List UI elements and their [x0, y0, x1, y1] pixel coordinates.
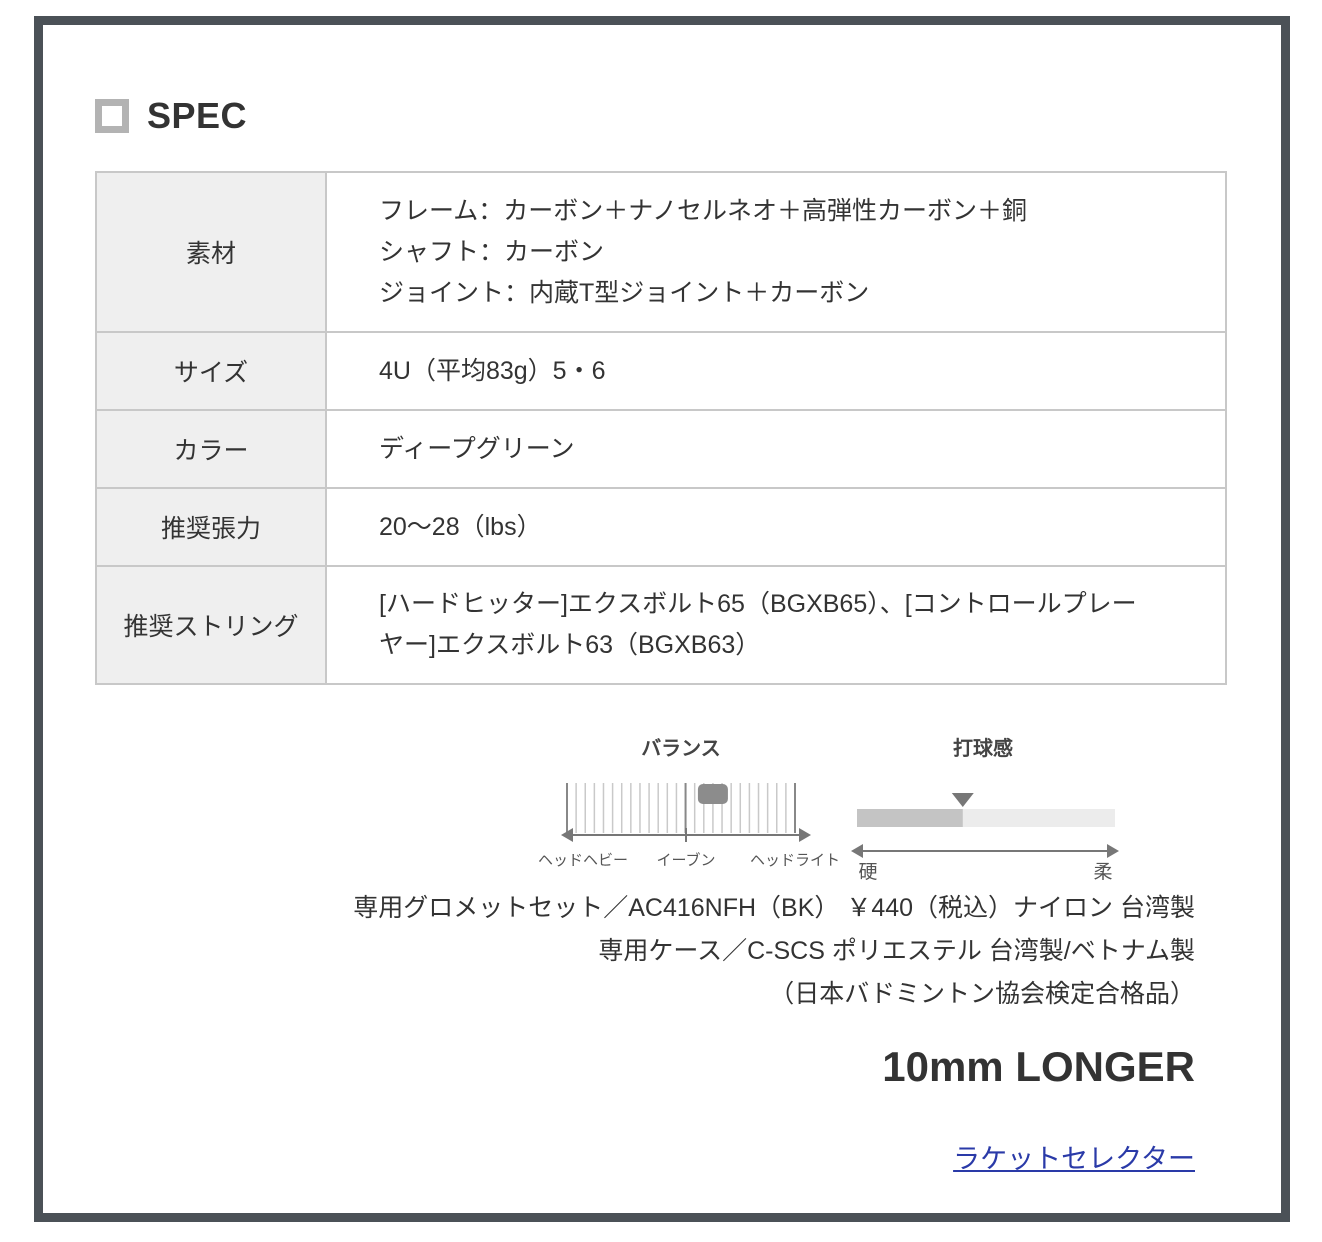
balance-marker — [697, 784, 728, 804]
value-line: シャフト：カーボン — [379, 237, 605, 266]
arrow-right-icon — [1107, 844, 1119, 858]
row-label-tension: 推奨張力 — [95, 487, 327, 567]
info-line-grommet: 専用グロメットセット／AC416NFH（BK） ￥440（税込）ナイロン 台湾製 — [353, 894, 1195, 922]
charts-svg: バランス ヘッドヘビー イーブン ヘッドライト 打球感 硬 柔 — [538, 736, 1119, 883]
arrow-right-icon — [799, 828, 811, 842]
row-value-material: フレーム：カーボン＋ナノセルネオ＋高弾性カーボン＋銅 シャフト：カーボン ジョイ… — [325, 171, 1227, 333]
table-row: サイズ 4U（平均83g）5・6 — [95, 331, 1227, 411]
feel-fill — [857, 809, 963, 827]
value-line: ジョイント：内蔵T型ジョイント＋カーボン — [379, 278, 870, 307]
row-label-color: カラー — [95, 409, 327, 489]
feel-right-label: 柔 — [1093, 861, 1112, 883]
info-line-certification: （日本バドミントン協会検定合格品） — [769, 980, 1195, 1008]
square-icon — [95, 99, 129, 133]
row-value-color: ディープグリーン — [325, 409, 1227, 489]
spec-panel: SPEC 素材 フレーム：カーボン＋ナノセルネオ＋高弾性カーボン＋銅 シャフト：… — [34, 16, 1290, 1222]
row-label-material: 素材 — [95, 171, 327, 333]
balance-center-label: イーブン — [656, 851, 715, 869]
tagline: 10mm LONGER — [882, 1043, 1195, 1090]
balance-title: バランス — [641, 736, 721, 760]
spec-table: 素材 フレーム：カーボン＋ナノセルネオ＋高弾性カーボン＋銅 シャフト：カーボン … — [95, 171, 1227, 685]
table-row: カラー ディープグリーン — [95, 409, 1227, 489]
feel-left-label: 硬 — [858, 861, 877, 883]
info-line-case: 専用ケース／C-SCS ポリエステル 台湾製/ベトナム製 — [598, 937, 1195, 965]
value-line: ヤー]エクスボルト63（BGXB63） — [379, 631, 761, 659]
arrow-left-icon — [561, 828, 573, 842]
balance-left-label: ヘッドヘビー — [538, 851, 628, 869]
value-line: 4U（平均83g）5・6 — [379, 356, 606, 385]
value-line: ディープグリーン — [379, 434, 575, 463]
feel-title: 打球感 — [953, 736, 1013, 760]
table-row: 素材 フレーム：カーボン＋ナノセルネオ＋高弾性カーボン＋銅 シャフト：カーボン … — [95, 171, 1227, 333]
table-row: 推奨ストリング [ハードヒッター]エクスボルト65（BGXB65）、[コントロー… — [95, 565, 1227, 685]
table-row: 推奨張力 20〜28（lbs） — [95, 487, 1227, 567]
balance-right-label: ヘッドライト — [750, 851, 840, 869]
row-label-size: サイズ — [95, 331, 327, 411]
row-value-tension: 20〜28（lbs） — [325, 487, 1227, 567]
balance-ticks — [566, 783, 796, 833]
arrow-left-icon — [851, 844, 863, 858]
accessory-info: 専用グロメットセット／AC416NFH（BK） ￥440（税込）ナイロン 台湾製… — [353, 887, 1195, 1016]
row-label-string: 推奨ストリング — [95, 565, 327, 685]
row-value-size: 4U（平均83g）5・6 — [325, 331, 1227, 411]
row-value-string: [ハードヒッター]エクスボルト65（BGXB65）、[コントロールプレー ヤー]… — [325, 565, 1227, 685]
spec-title: SPEC — [147, 95, 248, 136]
spec-heading: SPEC — [95, 95, 247, 137]
value-line: 20〜28（lbs） — [379, 512, 542, 541]
racket-selector-link[interactable]: ラケットセレクター — [953, 1144, 1195, 1174]
pointer-down-icon — [951, 793, 974, 807]
value-line: [ハードヒッター]エクスボルト65（BGXB65）、[コントロールプレー — [379, 590, 1137, 618]
spec-charts: バランス ヘッドヘビー イーブン ヘッドライト 打球感 硬 柔 — [533, 725, 1133, 885]
value-line: フレーム：カーボン＋ナノセルネオ＋高弾性カーボン＋銅 — [379, 196, 1028, 225]
